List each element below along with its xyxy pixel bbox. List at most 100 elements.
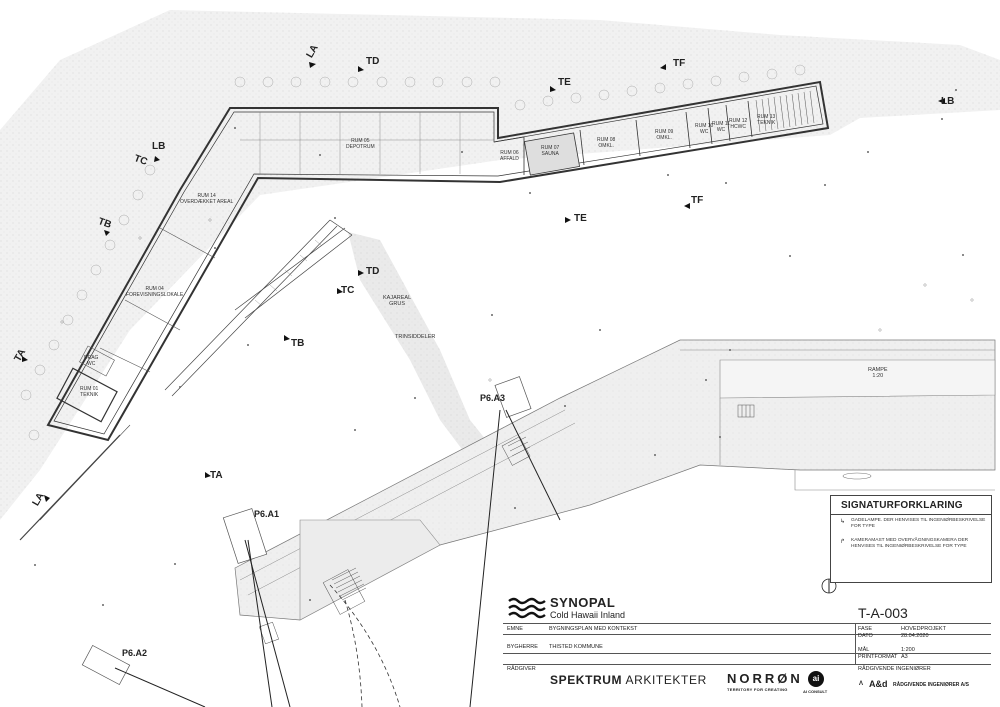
room-label-rum02: DRAG WC bbox=[84, 355, 98, 367]
area-name: KAJAREAL bbox=[383, 295, 412, 301]
ad-subtitle: RÅDGIVENDE INGENIØRER A/S bbox=[893, 682, 969, 688]
emne-label: EMNE bbox=[507, 626, 523, 632]
photo-label-p6a1: P6.A1 bbox=[254, 509, 280, 519]
tb-divider bbox=[503, 634, 991, 635]
section-label-tf-top: TF bbox=[673, 58, 686, 69]
room-number: DRAG bbox=[84, 355, 99, 361]
room-name: FOREVISNINGSLOKALE bbox=[126, 292, 184, 298]
norron-tagline: TERRITORY FOR CREATING bbox=[727, 687, 788, 692]
tb-divider bbox=[503, 664, 991, 665]
printformat-label: PRINTFORMAT bbox=[858, 654, 898, 660]
area-material: GRUS bbox=[389, 301, 405, 307]
room-label-rum05: RUM 05 DEPOTRUM bbox=[346, 138, 375, 150]
project-subtitle: Cold Hawaii Inland bbox=[550, 610, 626, 620]
room-number: RUM 04 bbox=[145, 286, 164, 292]
photo-label-p6a3: P6.A3 bbox=[480, 393, 506, 403]
site-label-kajareal: KAJAREAL GRUS bbox=[383, 295, 411, 307]
room-label-rum04: RUM 04 FOREVISNINGSLOKALE bbox=[126, 286, 183, 298]
room-number: RUM 11 bbox=[712, 121, 730, 127]
site-label-trinsiddeler: TRINSIDDELER bbox=[395, 334, 436, 340]
ad-logo-icon: Λ bbox=[859, 681, 864, 687]
section-label-te-mid: TE bbox=[574, 213, 587, 224]
room-label-rum13: RUM 13 TEKNIK bbox=[757, 114, 775, 126]
bygherre-label: BYGHERRE bbox=[507, 644, 538, 650]
room-name: WC bbox=[700, 129, 709, 135]
ramp-name: RAMPE bbox=[868, 367, 888, 373]
drawing-number: T-A-003 bbox=[858, 605, 908, 621]
room-label-rum11: RUM 11 WC bbox=[712, 121, 730, 133]
tb-divider bbox=[855, 623, 856, 664]
legend-box: SIGNATURFORKLARING ↳ GADELAMPE. DER HENV… bbox=[830, 495, 992, 583]
legend-divider bbox=[831, 514, 991, 515]
maal-value: 1:200 bbox=[901, 647, 915, 653]
camera-mast-icon: ↱ bbox=[840, 539, 846, 545]
emne-value: BYGNINGSPLAN MED KONTEKST bbox=[549, 626, 638, 632]
maal-label: MÅL bbox=[858, 647, 870, 653]
room-name: OVERDÆKKET AREAL bbox=[180, 199, 234, 205]
ramp bbox=[719, 359, 996, 399]
ramp-slope: 1:20 bbox=[872, 373, 884, 379]
room-number: RUM 13 bbox=[757, 114, 776, 120]
bygherre-value: THISTED KOMMUNE bbox=[549, 644, 603, 650]
room-number: RUM 12 bbox=[729, 118, 748, 124]
norron-logo: NORRØN bbox=[727, 671, 803, 686]
room-name: OMKL. bbox=[656, 135, 672, 141]
room-name: DEPOTRUM bbox=[346, 144, 375, 150]
section-label-td-top: TD bbox=[366, 56, 380, 67]
raadgivende-ingenioerer-label: RÅDGIVENDE INGENIØRER bbox=[858, 666, 931, 672]
architect-logo: SPEKTRUM ARKITEKTER bbox=[550, 673, 707, 687]
room-label-rum01: RUM 01 TEKNIK bbox=[80, 386, 98, 398]
room-number: RUM 06 bbox=[500, 150, 519, 156]
dato-value: 28.04.2020 bbox=[901, 633, 929, 639]
east-stair bbox=[755, 90, 815, 133]
room-name: WC bbox=[716, 127, 726, 133]
ad-name: A&d bbox=[869, 679, 888, 689]
title-block: SYNOPAL Cold Hawaii Inland T-A-003 EMNE … bbox=[503, 593, 991, 701]
section-label-lb-left: LB bbox=[152, 141, 166, 152]
section-label-te-top: TE bbox=[558, 77, 571, 88]
section-label-tc-mid: TC bbox=[341, 285, 355, 296]
room-label-rum10: RUM 10 WC bbox=[695, 123, 713, 135]
room-label-rum08: RUM 08 OMKL. bbox=[597, 137, 615, 149]
grid-bubbles bbox=[20, 64, 806, 441]
room-name: WC bbox=[87, 361, 96, 367]
ai-consult-name: AI CONSULT bbox=[803, 689, 828, 694]
room-name: SAUNA bbox=[541, 151, 559, 157]
room-name: AFFALD bbox=[500, 156, 519, 162]
room-name: TEKNIK bbox=[757, 120, 776, 126]
ai-consult-logo-icon: ai bbox=[808, 671, 824, 687]
north-arrow-icon bbox=[821, 578, 837, 594]
legend-item-camera: KAMERAMAST MED OVERVÅGNINGSKAMERA DER HE… bbox=[851, 538, 969, 549]
room-number: RUM 09 bbox=[655, 129, 674, 135]
section-label-td-mid: TD bbox=[366, 266, 380, 277]
photo-frames bbox=[81, 376, 532, 686]
synopal-logo-icon bbox=[508, 597, 546, 619]
legend-item-lamp: GADELAMPE. DER HENVISES TIL INGENIØRBESK… bbox=[851, 518, 986, 529]
room-name: OMKL. bbox=[598, 143, 614, 149]
dato-label: DATO bbox=[858, 633, 873, 639]
tb-divider bbox=[503, 623, 991, 624]
stairs bbox=[259, 404, 755, 645]
tb-divider bbox=[503, 653, 991, 654]
fase-value: HOVEDPROJEKT bbox=[901, 626, 946, 632]
printformat-value: A3 bbox=[901, 654, 908, 660]
room-name: TEKNIK bbox=[80, 392, 99, 398]
raadgiver-label: RÅDGIVER bbox=[507, 666, 536, 672]
building-outline bbox=[46, 80, 830, 442]
room-number: RUM 14 bbox=[197, 193, 216, 199]
room-number: RUM 01 bbox=[80, 386, 99, 392]
street-lamp-icon: ↳ bbox=[840, 519, 846, 525]
architect-name-bold: SPEKTRUM bbox=[550, 673, 623, 687]
room-label-rum06: RUM 06 AFFALD bbox=[500, 150, 519, 162]
room-label-rum07: RUM 07 SAUNA bbox=[541, 145, 559, 157]
section-arrows bbox=[22, 62, 945, 502]
level-markers bbox=[34, 89, 964, 606]
fase-label: FASE bbox=[858, 626, 873, 632]
room-number: RUM 10 bbox=[695, 123, 714, 129]
legend-title: SIGNATURFORKLARING bbox=[841, 500, 963, 511]
room-number: RUM 07 bbox=[541, 145, 560, 151]
section-label-tf-mid: TF bbox=[691, 195, 704, 206]
room-number: RUM 05 bbox=[351, 138, 370, 144]
room-label-rum12: RUM 12 HCWC bbox=[729, 118, 747, 130]
